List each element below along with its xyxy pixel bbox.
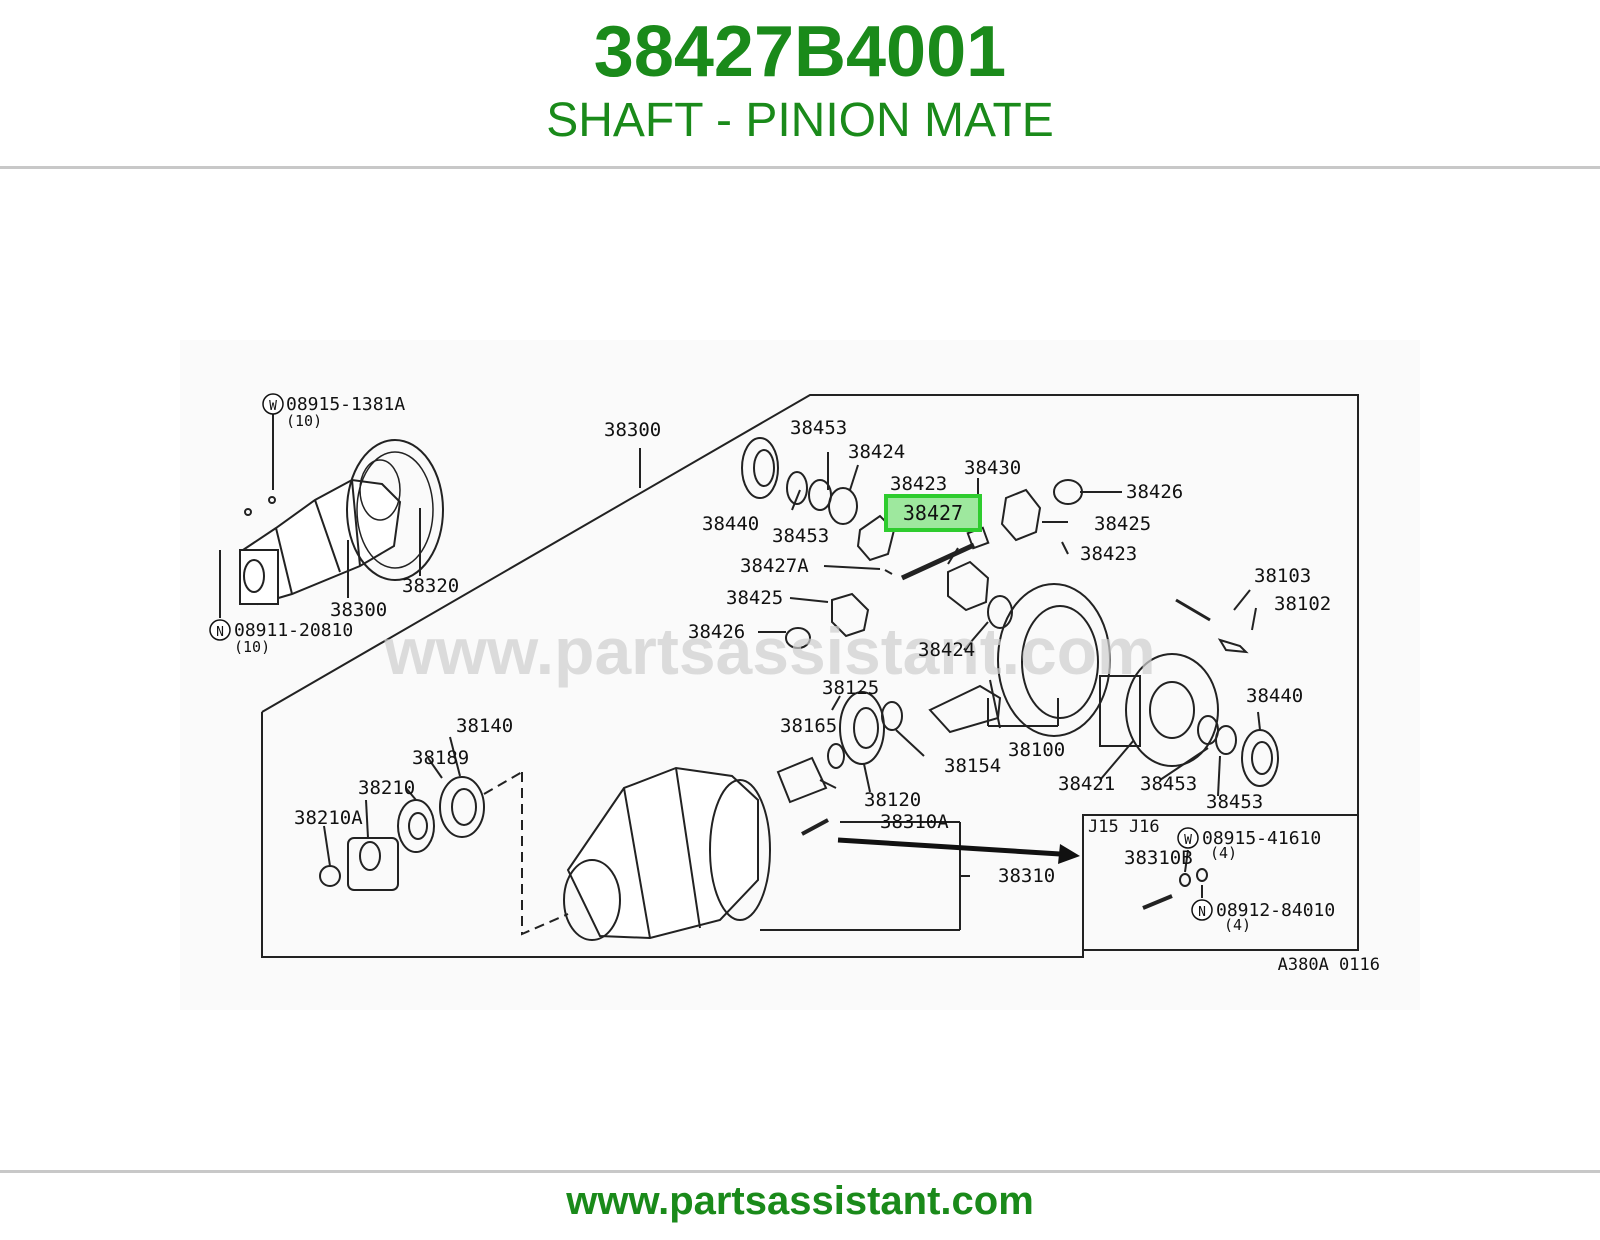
- footer-divider: [0, 1170, 1600, 1173]
- callout-label: 38425: [726, 587, 783, 609]
- callout-label: 38440: [1246, 685, 1303, 707]
- callout-label: 38125: [822, 677, 879, 699]
- w-symbol-top: [262, 393, 284, 415]
- callout-label: 38165: [780, 715, 837, 737]
- callout-label: 38425: [1094, 513, 1151, 535]
- w-symbol-inset: [1177, 827, 1199, 849]
- callout-label: 38310B: [1124, 847, 1193, 869]
- fastener-qty: (4): [1210, 844, 1237, 862]
- highlighted-callout-box: [884, 494, 982, 532]
- callout-label: 38424: [848, 441, 905, 463]
- part-name-subtitle: SHAFT - PINION MATE: [546, 94, 1054, 147]
- callout-label: 38426: [1126, 481, 1183, 503]
- callout-label: 38300: [604, 419, 661, 441]
- w-symbol-top-letter: W: [269, 399, 277, 414]
- fastener-part-number: 08912-84010: [1216, 900, 1335, 921]
- callout-label: 38453: [772, 525, 829, 547]
- fastener-qty: (4): [1224, 916, 1251, 934]
- callout-label: 38210A: [294, 807, 363, 829]
- part-number-title: 38427B4001: [593, 12, 1007, 92]
- parts-diagram: www.partsassistant.com 38427 38300 38453…: [180, 340, 1420, 1010]
- callout-labels: 38300 38453 38424 38430 38423 38426 3842…: [294, 417, 1331, 887]
- callout-label: 38120: [864, 789, 921, 811]
- diagram-watermark: www.partsassistant.com: [383, 614, 1155, 688]
- page-header: 38427B4001 SHAFT - PINION MATE: [0, 0, 1600, 168]
- callout-label: 38421: [1058, 773, 1115, 795]
- callout-label: 38300: [330, 599, 387, 621]
- footer-website-link[interactable]: www.partsassistant.com: [566, 1179, 1034, 1223]
- callout-label: 38430: [964, 457, 1021, 479]
- w-symbol-inset-letter: W: [1184, 833, 1192, 848]
- callout-label: 38427A: [740, 555, 809, 577]
- highlighted-callout-label: 38427: [903, 501, 963, 525]
- n-symbol-left: [209, 619, 231, 641]
- n-symbol-inset-letter: N: [1198, 905, 1206, 920]
- callout-label: 38453: [790, 417, 847, 439]
- callout-label: 38310A: [880, 811, 949, 833]
- callout-label: 38154: [944, 755, 1001, 777]
- callout-label: 38100: [1008, 739, 1065, 761]
- callout-label: 38189: [412, 747, 469, 769]
- callout-label: 38103: [1254, 565, 1311, 587]
- header-divider: [0, 166, 1600, 169]
- callout-label: 38440: [702, 513, 759, 535]
- callout-label: 38426: [688, 621, 745, 643]
- callout-label: 38453: [1140, 773, 1197, 795]
- callout-label: 38453: [1206, 791, 1263, 813]
- parts-diagram-svg: www.partsassistant.com 38427 38300 38453…: [209, 393, 1380, 975]
- fastener-part-number: 08915-1381A: [286, 394, 405, 415]
- callout-label: 38424: [918, 639, 975, 661]
- figure-code: A380A 0116: [1278, 955, 1380, 975]
- n-symbol-left-letter: N: [216, 625, 224, 640]
- callout-label: 38140: [456, 715, 513, 737]
- callout-label: 38210: [358, 777, 415, 799]
- callout-label: 38423: [890, 473, 947, 495]
- callout-label: 38423: [1080, 543, 1137, 565]
- fastener-qty: (10): [286, 412, 322, 430]
- n-symbol-inset: [1191, 899, 1213, 921]
- inset-label: J15 J16: [1088, 817, 1160, 837]
- callout-label: 38320: [402, 575, 459, 597]
- callout-label: 38310: [998, 865, 1055, 887]
- callout-label: 38102: [1274, 593, 1331, 615]
- fastener-part-number: 08915-41610: [1202, 828, 1321, 849]
- fastener-part-number: 08911-20810: [234, 620, 353, 641]
- fastener-qty: (10): [234, 638, 270, 656]
